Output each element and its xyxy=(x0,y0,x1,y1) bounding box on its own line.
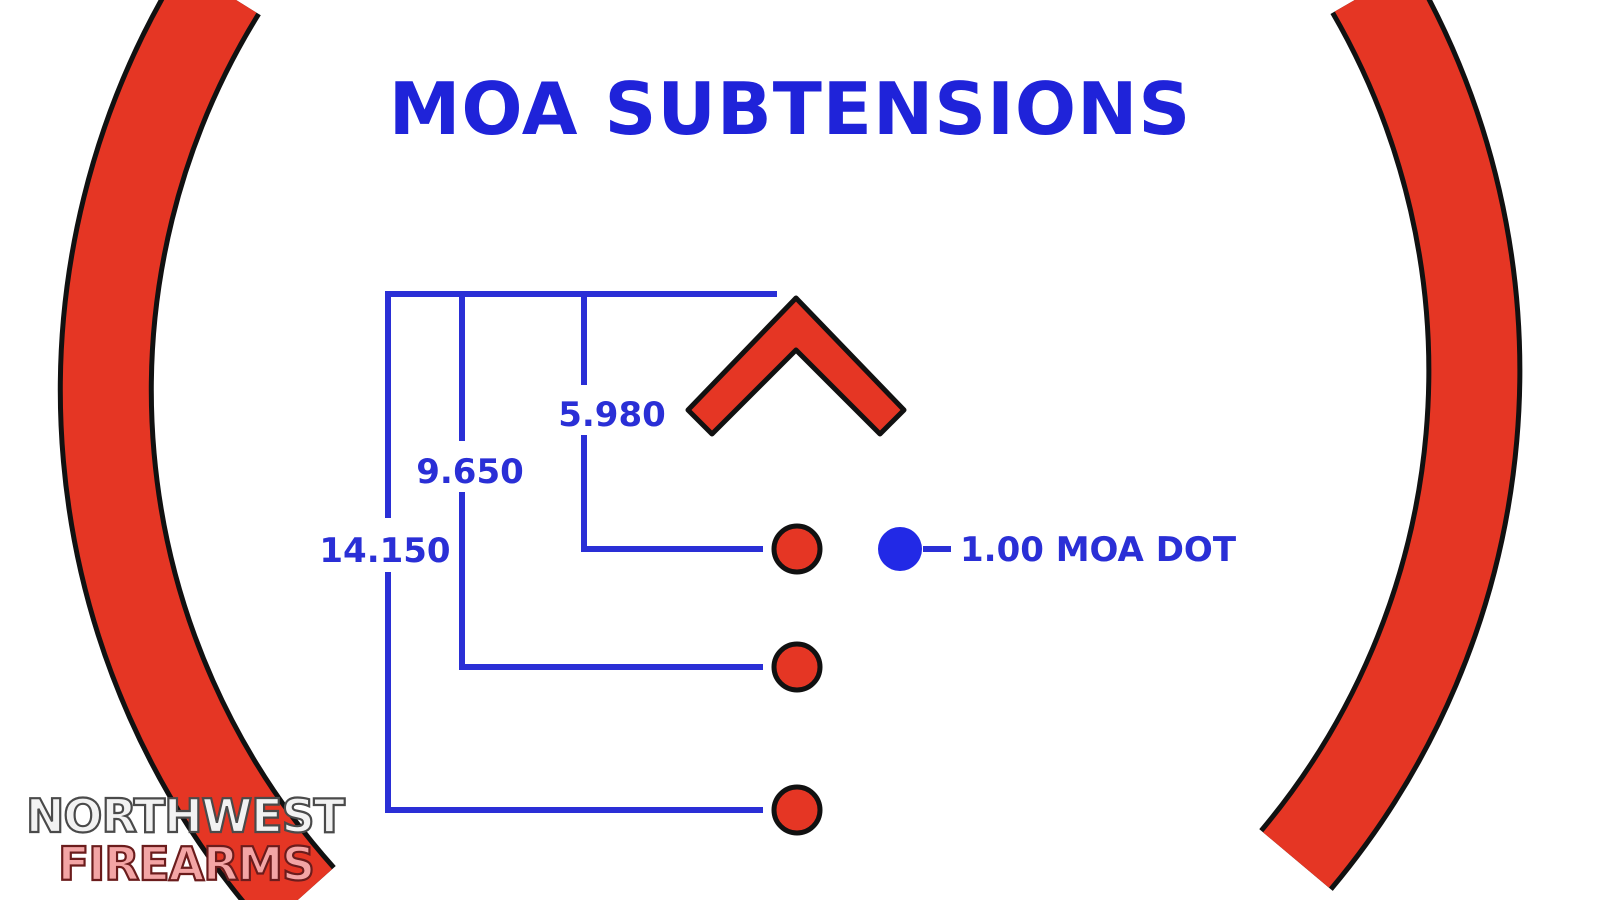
reticle-chevron xyxy=(685,295,907,437)
dimension-14150-lower xyxy=(385,572,763,813)
moa-dot-sample xyxy=(878,527,922,571)
diagram-title: MOA SUBTENSIONS xyxy=(389,67,1191,151)
holdover-dot-3 xyxy=(771,784,823,836)
holdover-dot-1 xyxy=(771,523,823,575)
subtension-label-14150: 14.150 xyxy=(319,531,450,571)
dimension-9650-lower xyxy=(459,492,763,670)
subtension-label-5980: 5.980 xyxy=(558,395,666,435)
moa-dot-label: 1.00 MOA DOT xyxy=(960,530,1237,570)
brand-logo: NORTHWEST FIREARMS xyxy=(25,788,348,892)
subtension-label-9650: 9.650 xyxy=(416,452,524,492)
dimension-lines xyxy=(385,291,951,813)
dimension-5980-lower xyxy=(581,435,763,552)
holdover-dot-2 xyxy=(771,641,823,693)
logo-line-2: FIREARMS xyxy=(58,837,314,891)
reticle-ring-left-arc-fill xyxy=(62,0,333,900)
logo-line-1: NORTHWEST xyxy=(26,789,346,843)
reticle-ring-right-arc-fill xyxy=(1263,0,1518,888)
